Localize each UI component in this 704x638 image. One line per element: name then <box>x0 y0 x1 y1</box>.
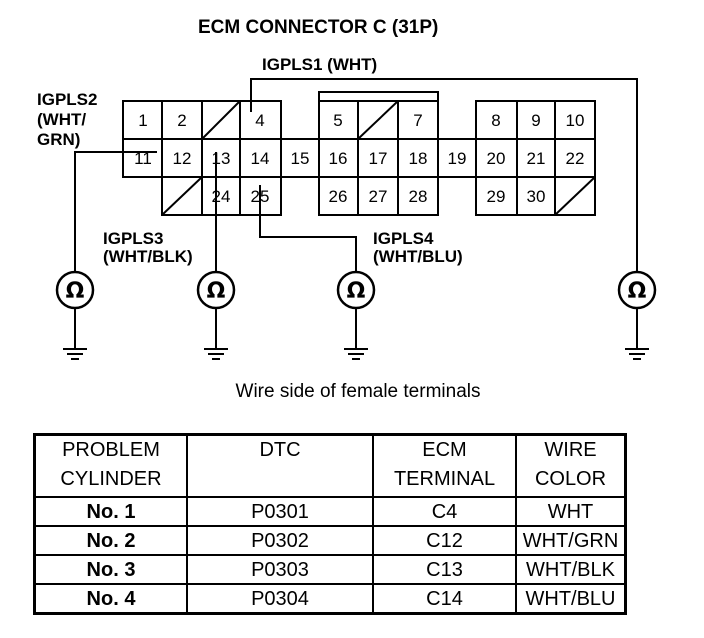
cell-wire-color: WHT/BLU <box>515 583 627 615</box>
pin-22: 22 <box>566 149 585 168</box>
ground-icon <box>63 308 87 360</box>
pin-24: 24 <box>212 187 231 206</box>
pin-14: 14 <box>251 149 270 168</box>
svg-text:Ω: Ω <box>207 279 226 304</box>
dtc-table: PROBLEM CYLINDER DTC ECM TERMINAL WIRE C… <box>33 433 627 615</box>
igpls3-label-line2: (WHT/BLK) <box>103 247 193 266</box>
cell-dtc: P0301 <box>186 496 374 527</box>
pin-9: 9 <box>531 111 540 130</box>
pin-21: 21 <box>527 149 546 168</box>
pin-4: 4 <box>255 111 264 130</box>
pin-5: 5 <box>333 111 342 130</box>
cell-dtc: P0304 <box>186 583 374 615</box>
ground-icon <box>344 308 368 360</box>
connector-diagram: ECM CONNECTOR C (31P) IGPLS1 (WHT) IGPLS… <box>37 17 657 402</box>
ohmmeter-3: Ω <box>336 270 376 360</box>
wire-igpls2 <box>74 151 157 272</box>
ohmmeter-4: Ω <box>617 270 657 360</box>
svg-text:Ω: Ω <box>66 279 85 304</box>
cell-terminal: C14 <box>372 583 517 615</box>
cell-dtc: P0303 <box>186 554 374 585</box>
pin-12: 12 <box>173 149 192 168</box>
table-row: No. 2 P0302 C12 WHT/GRN <box>33 525 627 556</box>
pin-2: 2 <box>177 111 186 130</box>
header-dtc: DTC <box>186 433 374 498</box>
cell-terminal: C13 <box>372 554 517 585</box>
pin-15: 15 <box>291 149 310 168</box>
igpls2-label-line3: GRN) <box>37 130 80 149</box>
wire-igpls1 <box>250 78 638 272</box>
igpls2-label-line2: (WHT/ <box>37 110 86 129</box>
ground-icon <box>204 308 228 360</box>
table-row: No. 1 P0301 C4 WHT <box>33 496 627 527</box>
pin-11: 11 <box>134 149 152 168</box>
igpls1-label: IGPLS1 (WHT) <box>262 55 377 74</box>
table-row: No. 3 P0303 C13 WHT/BLK <box>33 554 627 585</box>
cell-terminal: C12 <box>372 525 517 556</box>
svg-text:Ω: Ω <box>628 279 647 304</box>
pin-18: 18 <box>409 149 428 168</box>
header-problem-cylinder: PROBLEM CYLINDER <box>33 433 188 498</box>
pin-20: 20 <box>487 149 506 168</box>
header-wire-color: WIRE COLOR <box>515 433 627 498</box>
cell-wire-color: WHT/BLK <box>515 554 627 585</box>
pin-10: 10 <box>566 111 585 130</box>
pin-8: 8 <box>491 111 500 130</box>
header-ecm-terminal: ECM TERMINAL <box>372 433 517 498</box>
cell-wire-color: WHT/GRN <box>515 525 627 556</box>
pin-28: 28 <box>409 187 428 206</box>
igpls2-label-line1: IGPLS2 <box>37 90 97 109</box>
probe-wires <box>74 78 638 272</box>
pin-13: 13 <box>212 149 231 168</box>
pin-1: 1 <box>138 111 147 130</box>
wire-igpls4 <box>259 185 357 272</box>
table-header-row: PROBLEM CYLINDER DTC ECM TERMINAL WIRE C… <box>33 433 627 498</box>
pin-16: 16 <box>329 149 348 168</box>
ohmmeter-1: Ω <box>55 270 95 360</box>
cell-dtc: P0302 <box>186 525 374 556</box>
pin-26: 26 <box>329 187 348 206</box>
cell-wire-color: WHT <box>515 496 627 527</box>
pin-7: 7 <box>413 111 422 130</box>
pin-19: 19 <box>448 149 467 168</box>
connector-outline <box>122 91 596 216</box>
cell-cylinder: No. 4 <box>33 583 188 615</box>
igpls4-label-line1: IGPLS4 <box>373 229 434 248</box>
igpls3-label-line1: IGPLS3 <box>103 229 163 248</box>
pin-30: 30 <box>527 187 546 206</box>
pin-27: 27 <box>369 187 388 206</box>
ground-icon <box>625 308 649 360</box>
table-row: No. 4 P0304 C14 WHT/BLU <box>33 583 627 615</box>
cell-cylinder: No. 1 <box>33 496 188 527</box>
pin-17: 17 <box>369 149 388 168</box>
igpls4-label-line2: (WHT/BLU) <box>373 247 463 266</box>
connector-title: ECM CONNECTOR C (31P) <box>198 17 438 38</box>
pin-29: 29 <box>487 187 506 206</box>
cell-terminal: C4 <box>372 496 517 527</box>
ohmmeter-2: Ω <box>196 270 236 360</box>
cell-cylinder: No. 3 <box>33 554 188 585</box>
view-caption: Wire side of female terminals <box>236 381 481 402</box>
svg-text:Ω: Ω <box>347 279 366 304</box>
cell-cylinder: No. 2 <box>33 525 188 556</box>
